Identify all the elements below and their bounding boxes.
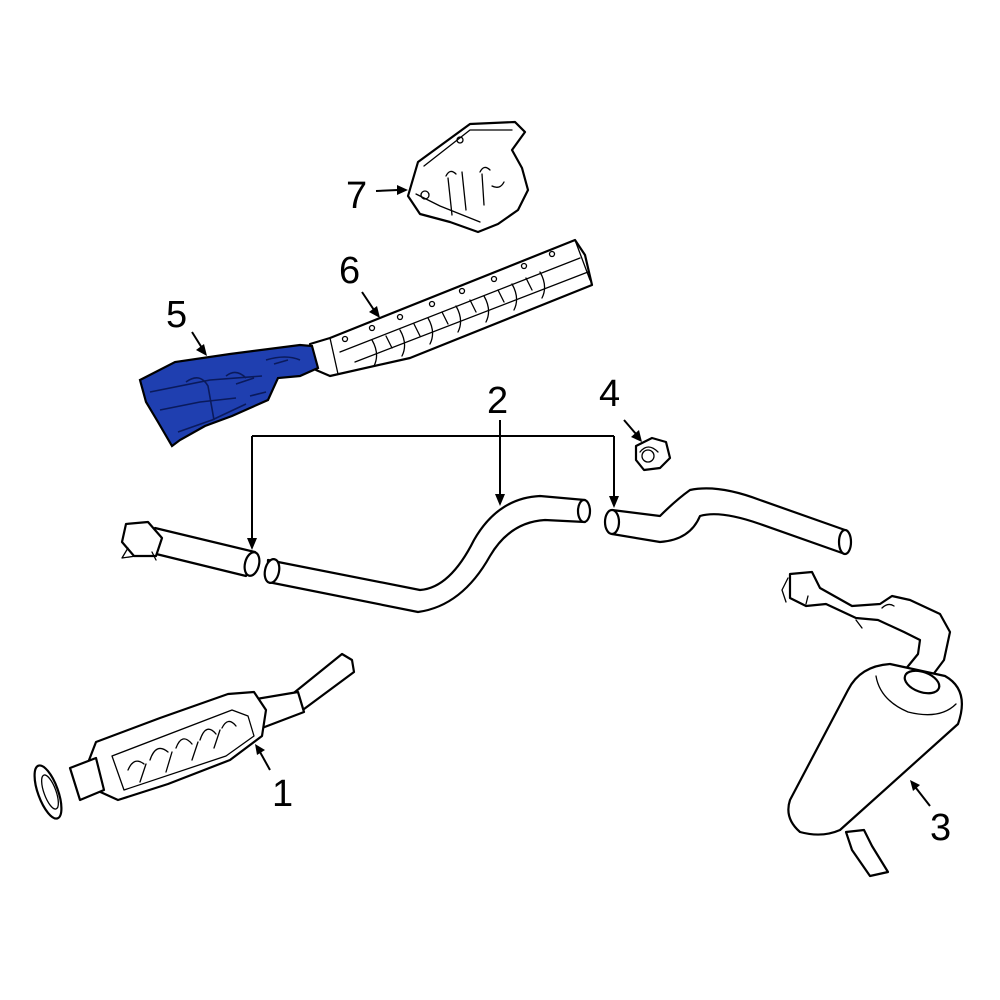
callout-label-4: 4: [599, 373, 620, 415]
callout-label-7: 7: [346, 175, 367, 217]
callout-label-3: 3: [930, 807, 951, 849]
callout-label-1: 1: [272, 773, 293, 815]
heat-shield-front[interactable]: [138, 343, 320, 448]
callout-label-5: 5: [166, 294, 187, 336]
callout-labels: 7 6 5 2 4 1 3: [166, 175, 951, 849]
callout-label-2: 2: [487, 380, 508, 422]
intermediate-pipe[interactable]: [120, 487, 853, 614]
muffler[interactable]: [781, 570, 963, 878]
callout-label-6: 6: [339, 250, 360, 292]
heat-shield-muffler[interactable]: [406, 120, 530, 234]
heat-shield-rear[interactable]: [308, 238, 594, 378]
catalytic-converter[interactable]: [29, 652, 356, 822]
hanger[interactable]: [634, 436, 672, 472]
callout-leaders: [191, 185, 931, 807]
